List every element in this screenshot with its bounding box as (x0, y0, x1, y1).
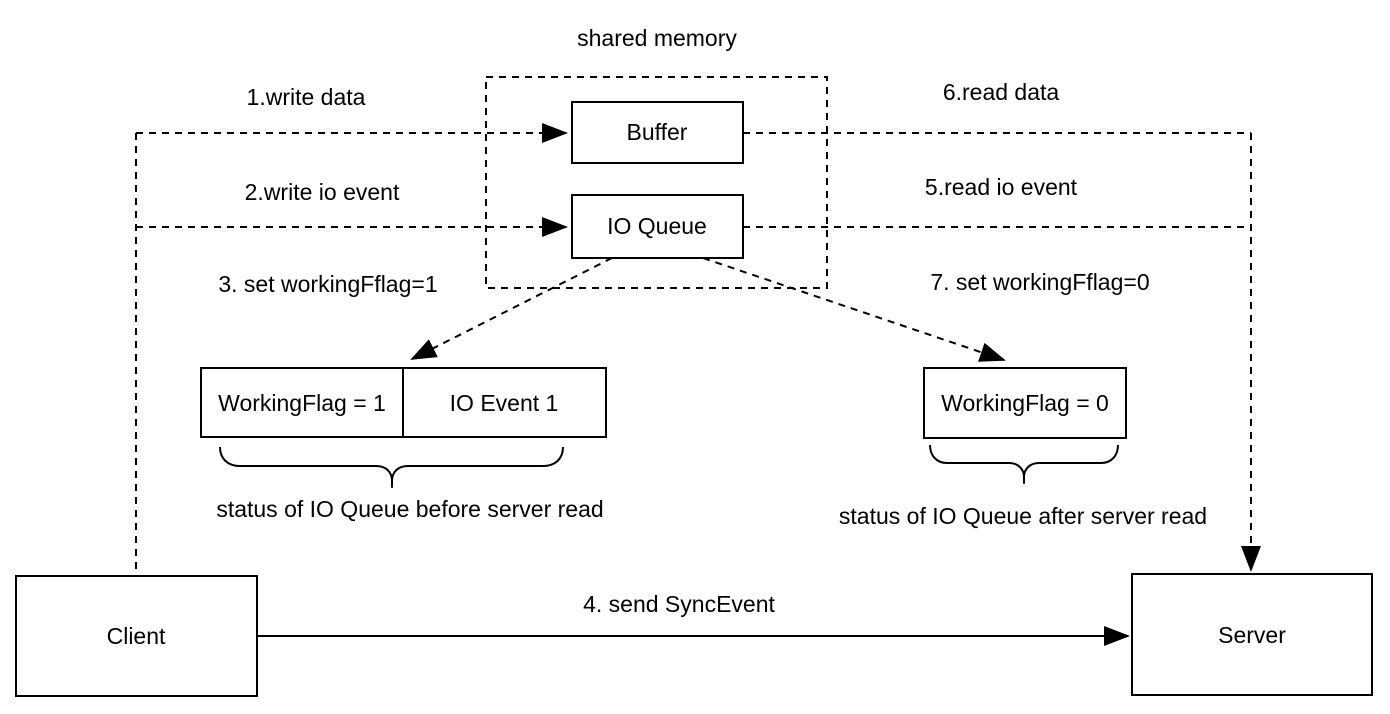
client-node: Client (15, 575, 258, 697)
buffer-label: Buffer (627, 119, 688, 145)
step2-label: 2.write io event (245, 179, 400, 205)
buffer-node: Buffer (571, 101, 744, 164)
step1-label: 1.write data (247, 84, 366, 110)
working-flag-1-label: WorkingFlag = 1 (218, 390, 386, 416)
server-node: Server (1131, 573, 1373, 696)
step3-label: 3. set workingFflag=1 (218, 271, 437, 297)
step6-label: 6.read data (943, 79, 1060, 105)
shared-memory-title: shared memory (577, 25, 737, 51)
io-queue-box (571, 194, 744, 259)
ioqueue-to-after-status-arrow (702, 257, 1006, 362)
before-status-node: WorkingFlag = 1 IO Event 1 (200, 367, 607, 438)
io-queue-node: IO Queue (571, 194, 744, 259)
server-box (1131, 573, 1373, 696)
io-event-1-label: IO Event 1 (450, 390, 559, 416)
buffer-box (571, 101, 744, 164)
io-queue-label: IO Queue (607, 213, 707, 239)
shared-memory-container (485, 76, 828, 289)
after-status-node: WorkingFlag = 0 (923, 367, 1127, 439)
ioqueue-to-before-status-arrow (410, 257, 613, 360)
client-box (15, 575, 258, 697)
before-status-caption: status of IO Queue before server read (216, 496, 603, 522)
after-status-box (923, 367, 1127, 439)
before-status-brace (219, 446, 564, 488)
after-status-caption: status of IO Queue after server read (839, 503, 1207, 529)
step5-label: 5.read io event (925, 174, 1078, 200)
step7-label: 7. set workingFflag=0 (930, 269, 1149, 295)
working-flag-0-label: WorkingFlag = 0 (941, 390, 1109, 416)
client-label: Client (107, 623, 166, 649)
server-label: Server (1218, 622, 1286, 648)
step4-label: 4. send SyncEvent (583, 591, 775, 617)
after-status-brace (929, 444, 1119, 484)
